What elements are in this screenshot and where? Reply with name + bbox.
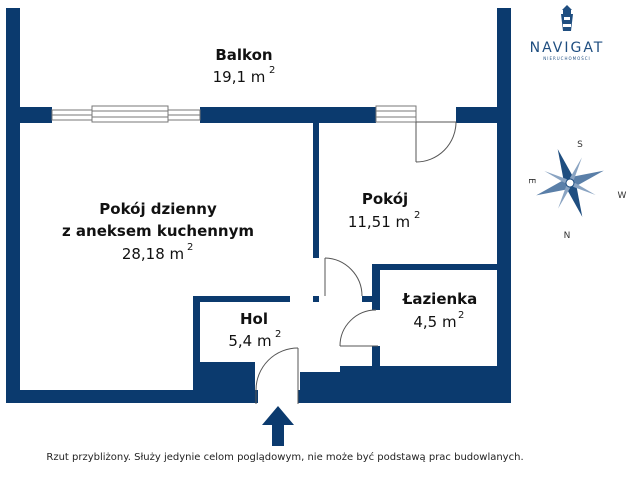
area-superscript: 2 bbox=[414, 210, 420, 221]
compass-n-label: N bbox=[564, 231, 571, 241]
brand-tagline: NIERUCHOMOŚCI bbox=[543, 56, 590, 61]
wall-hol-top-a bbox=[193, 296, 290, 302]
door-pokoj bbox=[324, 257, 363, 297]
area-superscript: 2 bbox=[269, 65, 275, 76]
area-superscript: 2 bbox=[275, 329, 281, 340]
room-area: 11,51 m bbox=[348, 213, 410, 231]
room-area: 5,4 m bbox=[228, 332, 271, 350]
lighthouse-icon bbox=[561, 5, 573, 31]
room-name: Pokój bbox=[362, 190, 408, 208]
room-name: Pokój dzienny bbox=[99, 200, 217, 218]
compass-s-label: S bbox=[577, 140, 583, 150]
brand-logo: NAVIGAT NIERUCHOMOŚCI bbox=[530, 5, 605, 61]
door-balcony bbox=[415, 121, 457, 163]
disclaimer-text: Rzut przybliżony. Służy jedynie celom po… bbox=[46, 452, 524, 463]
wall-balcony-right bbox=[497, 8, 511, 122]
room-area: 28,18 m bbox=[122, 245, 184, 263]
room-name: Balkon bbox=[215, 46, 272, 64]
wall-hol-block bbox=[193, 362, 255, 390]
wall-pokoj-left bbox=[313, 123, 319, 258]
room-lazienka: Łazienka 4,5 m 2 bbox=[402, 290, 478, 331]
door-entrance bbox=[255, 347, 299, 404]
wall-hol-left bbox=[193, 296, 200, 390]
area-superscript: 2 bbox=[187, 242, 193, 253]
room-balkon: Balkon 19,1 m 2 bbox=[213, 46, 276, 86]
window-left bbox=[51, 105, 201, 123]
room-name: Hol bbox=[240, 310, 268, 328]
wall-balcony-b bbox=[200, 107, 376, 123]
wall-bottom-left bbox=[6, 390, 258, 403]
wall-bath-left-b bbox=[372, 346, 380, 368]
room-pokoj-dzienny: Pokój dzienny z aneksem kuchennym 28,18 … bbox=[62, 200, 254, 263]
room-pokoj: Pokój 11,51 m 2 bbox=[348, 190, 421, 231]
wall-bath-bottom bbox=[340, 366, 511, 390]
wall-hol-block-r bbox=[300, 372, 340, 390]
room-area: 4,5 m bbox=[413, 313, 456, 331]
wall-pokoj-bottom bbox=[313, 296, 319, 302]
wall-hol-top-b bbox=[362, 296, 372, 302]
wall-left bbox=[6, 8, 20, 403]
wall-balcony-a bbox=[6, 107, 52, 123]
area-superscript: 2 bbox=[458, 310, 464, 321]
compass-w-label: W bbox=[618, 191, 627, 201]
door-lazienka bbox=[339, 309, 378, 347]
room-hol: Hol 5,4 m 2 bbox=[228, 310, 281, 350]
wall-bath-left-a bbox=[372, 264, 380, 310]
wall-balcony-c bbox=[456, 107, 511, 123]
wall-right bbox=[497, 122, 511, 403]
room-area: 19,1 m bbox=[213, 68, 266, 86]
window-right bbox=[375, 105, 417, 123]
wall-bottom-right bbox=[298, 390, 511, 403]
doors bbox=[255, 121, 457, 404]
wall-bath-top bbox=[372, 264, 503, 270]
walls bbox=[6, 8, 511, 403]
compass-e-label: E bbox=[526, 178, 536, 184]
room-name-line2: z aneksem kuchennym bbox=[62, 222, 254, 240]
room-name: Łazienka bbox=[402, 290, 478, 308]
brand-name: NAVIGAT bbox=[530, 40, 605, 56]
entrance-arrow-icon bbox=[262, 406, 294, 446]
compass-rose-icon bbox=[536, 149, 604, 217]
